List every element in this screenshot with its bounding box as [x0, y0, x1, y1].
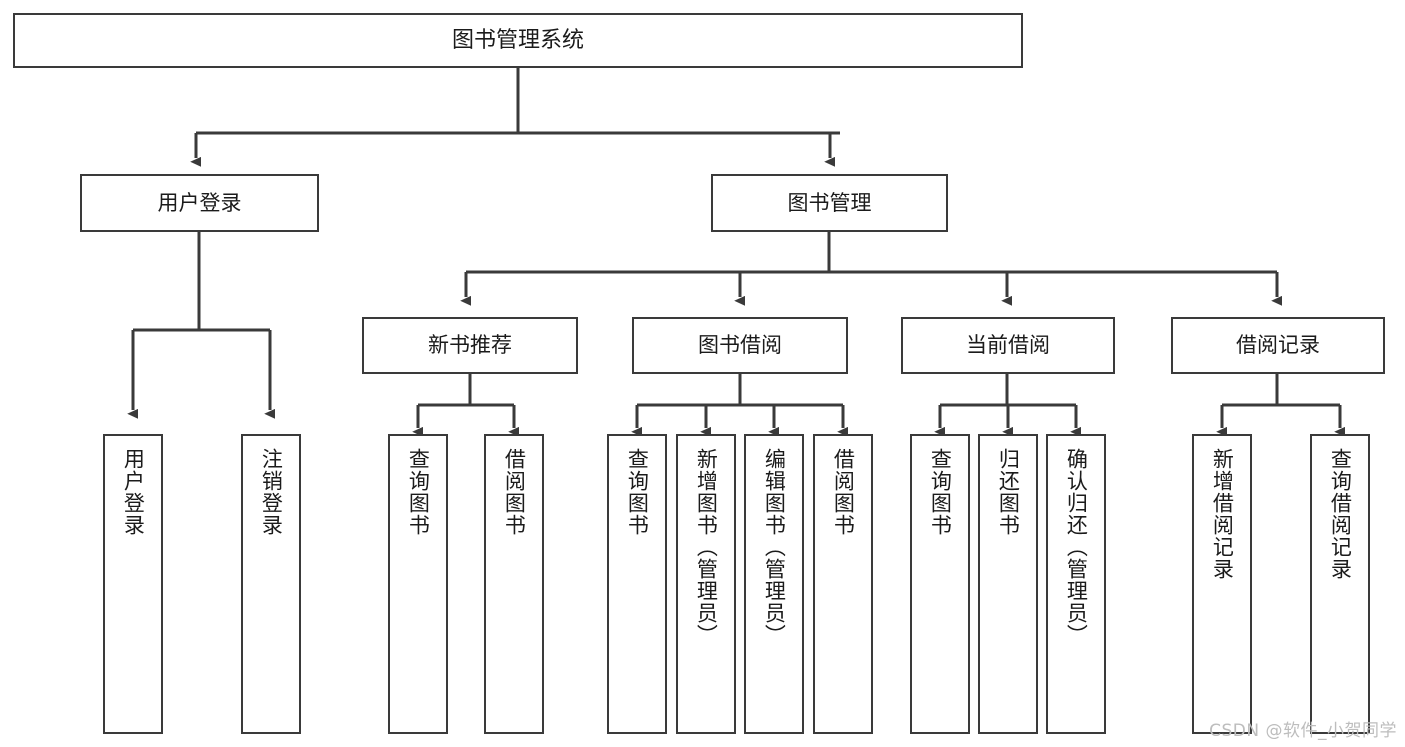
node-current-borrow-label: 当前借阅: [966, 333, 1050, 358]
node-leaf-query-record-label: 查询借阅记录: [1328, 448, 1353, 580]
node-leaf-edit-book[interactable]: 编辑图书（管理员）: [744, 434, 804, 734]
node-current-borrow[interactable]: 当前借阅: [901, 317, 1115, 374]
node-book-borrow-label: 图书借阅: [698, 333, 782, 358]
node-leaf-borrow-book-2-label: 借阅图书: [831, 448, 856, 536]
node-leaf-borrow-book-2[interactable]: 借阅图书: [813, 434, 873, 734]
node-leaf-user-login-label: 用户登录: [121, 448, 146, 536]
node-book-manage-label: 图书管理: [787, 190, 872, 215]
node-leaf-logout-label: 注销登录: [259, 448, 284, 536]
node-leaf-query-record[interactable]: 查询借阅记录: [1310, 434, 1370, 734]
node-leaf-logout[interactable]: 注销登录: [241, 434, 301, 734]
node-leaf-borrow-book-1-label: 借阅图书: [502, 448, 527, 536]
node-book-manage[interactable]: 图书管理: [711, 174, 948, 232]
node-leaf-return-book-label: 归还图书: [996, 448, 1021, 536]
node-leaf-borrow-book-1[interactable]: 借阅图书: [484, 434, 544, 734]
node-leaf-return-book[interactable]: 归还图书: [978, 434, 1038, 734]
node-borrow-record[interactable]: 借阅记录: [1171, 317, 1385, 374]
node-leaf-add-record[interactable]: 新增借阅记录: [1192, 434, 1252, 734]
node-leaf-query-book-1-label: 查询图书: [406, 448, 431, 536]
node-root-label: 图书管理系统: [451, 27, 584, 53]
node-user-login[interactable]: 用户登录: [80, 174, 319, 232]
node-new-book-rec[interactable]: 新书推荐: [362, 317, 578, 374]
node-leaf-query-book-2-label: 查询图书: [625, 448, 650, 536]
node-leaf-add-book-label: 新增图书（管理员）: [694, 448, 719, 646]
node-leaf-add-book[interactable]: 新增图书（管理员）: [676, 434, 736, 734]
node-user-login-label: 用户登录: [157, 190, 242, 215]
node-root[interactable]: 图书管理系统: [13, 13, 1023, 68]
csdn-watermark: CSDN @软件_小贺同学: [1209, 721, 1397, 741]
node-borrow-record-label: 借阅记录: [1236, 333, 1320, 358]
node-leaf-query-book-3[interactable]: 查询图书: [910, 434, 970, 734]
node-book-borrow[interactable]: 图书借阅: [632, 317, 848, 374]
node-leaf-add-record-label: 新增借阅记录: [1210, 448, 1235, 580]
node-leaf-query-book-1[interactable]: 查询图书: [388, 434, 448, 734]
node-leaf-query-book-2[interactable]: 查询图书: [607, 434, 667, 734]
node-leaf-edit-book-label: 编辑图书（管理员）: [762, 448, 787, 646]
node-new-book-rec-label: 新书推荐: [428, 333, 512, 358]
node-leaf-confirm-return[interactable]: 确认归还（管理员）: [1046, 434, 1106, 734]
node-leaf-query-book-3-label: 查询图书: [928, 448, 953, 536]
node-leaf-user-login[interactable]: 用户登录: [103, 434, 163, 734]
node-leaf-confirm-return-label: 确认归还（管理员）: [1064, 448, 1089, 646]
